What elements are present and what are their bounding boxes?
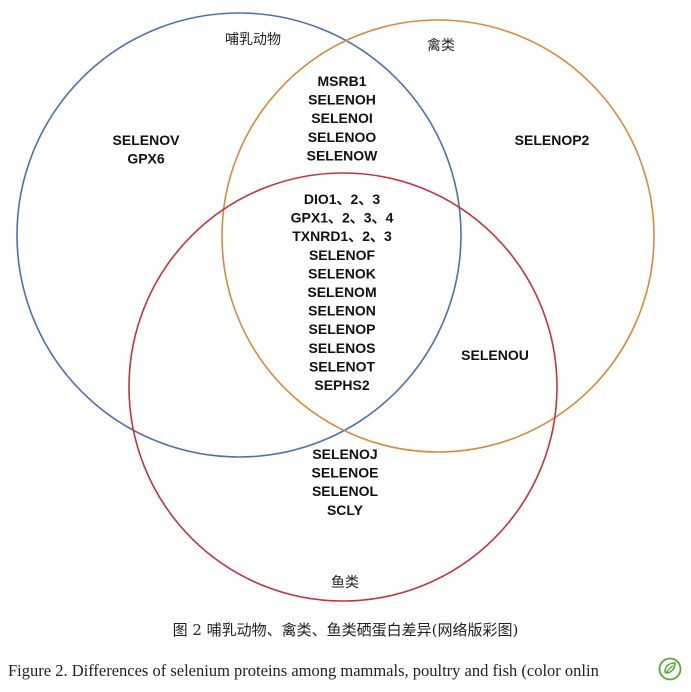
poultry-circle xyxy=(221,19,655,453)
gene-label: SELENOP xyxy=(309,321,376,337)
gene-label: SELENOV xyxy=(113,132,181,148)
gene-label: SELENOK xyxy=(308,265,376,281)
gene-label: DIO1、2、3 xyxy=(304,191,380,207)
gene-label: GPX6 xyxy=(127,151,165,167)
fish-circle xyxy=(128,172,558,602)
gene-label: SELENOT xyxy=(309,358,376,374)
caption-chinese: 图 2 哺乳动物、禽类、鱼类硒蛋白差异(网络版彩图) xyxy=(172,621,519,639)
gene-label: SELENOF xyxy=(309,247,376,263)
gene-label: TXNRD1、2、3 xyxy=(292,228,392,244)
gene-label: SELENOI xyxy=(311,110,372,126)
gene-label: SELENOM xyxy=(307,284,376,300)
mammals-label: 哺乳动物 xyxy=(225,32,281,48)
gene-label: SELENOO xyxy=(308,129,377,145)
gene-label: MSRB1 xyxy=(317,73,366,89)
poultry-label: 禽类 xyxy=(427,37,455,54)
gene-label: SELENON xyxy=(308,303,376,319)
region-poultry-fish: SELENOU xyxy=(461,347,529,363)
gene-label: GPX1、2、3、4 xyxy=(291,210,394,226)
gene-label: SELENOE xyxy=(312,465,379,481)
gene-label: SCLY xyxy=(327,502,364,518)
gene-label: SELENOJ xyxy=(312,446,377,462)
gene-label: SELENOS xyxy=(309,340,376,356)
gene-label: SELENOP2 xyxy=(515,132,590,148)
caption-english: Figure 2. Differences of selenium protei… xyxy=(8,661,599,680)
gene-label: SELENOU xyxy=(461,347,529,363)
gene-label: SEPHS2 xyxy=(314,377,369,393)
fish-label: 鱼类 xyxy=(331,574,359,591)
leaf-badge-icon xyxy=(658,657,682,681)
region-poultry-only: SELENOP2 xyxy=(515,132,590,148)
gene-label: SELENOW xyxy=(307,147,379,163)
gene-label: SELENOL xyxy=(312,483,379,499)
gene-label: SELENOH xyxy=(308,92,376,108)
region-fish-only: SELENOJ SELENOE SELENOL SCLY xyxy=(312,446,379,518)
region-mammals-only: SELENOV GPX6 xyxy=(113,132,181,167)
mammals-circle xyxy=(16,12,462,458)
